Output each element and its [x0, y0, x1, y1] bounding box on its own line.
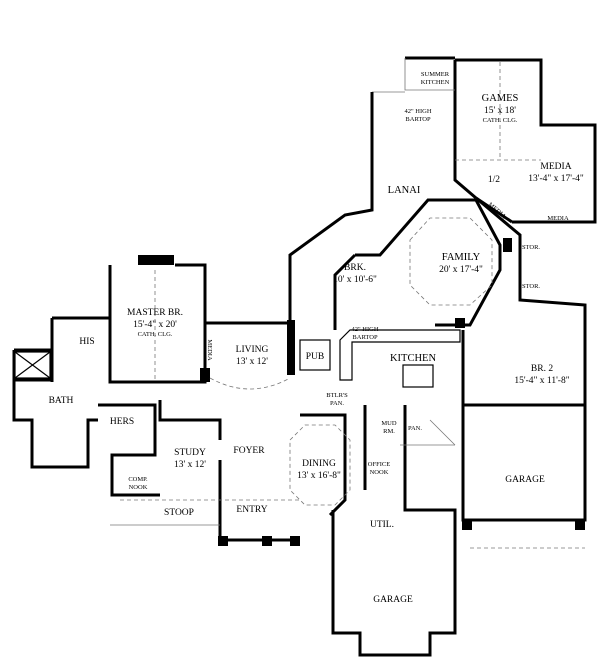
family-size: 20' x 17'-4": [439, 265, 483, 275]
mud-room-label-1: MUD: [381, 420, 396, 427]
media-room-size: 13'-4" x 17'-4": [528, 174, 584, 184]
storage-label-1: STOR.: [522, 244, 540, 251]
master-bedroom-size: 15'-4" x 20': [133, 320, 177, 330]
kitchen-bartop-label-1: 42" HIGH: [351, 326, 378, 333]
living-size: 13' x 12': [236, 357, 268, 367]
main-garage-label: GARAGE: [505, 475, 545, 485]
media-room-label: MEDIA: [540, 162, 571, 172]
pub-label: PUB: [306, 352, 324, 362]
pantry-label: PAN.: [408, 425, 422, 432]
butlers-pantry-label-1: BTLR'S: [326, 392, 348, 399]
office-nook-label-2: NOOK: [370, 469, 389, 476]
comp-nook-label-1: COMP.: [128, 476, 148, 483]
butlers-pantry-label-2: PAN.: [330, 400, 344, 407]
living-label: LIVING: [236, 345, 269, 355]
study-label: STUDY: [174, 448, 206, 458]
breakfast-size: 10' x 10'-6": [333, 275, 377, 285]
summer-kitchen-label-1: SUMMER: [421, 71, 450, 78]
entry-label: ENTRY: [236, 505, 267, 515]
his-closet-label: HIS: [79, 337, 94, 347]
bedroom-2-label: BR. 2: [531, 364, 553, 374]
stoop-label: STOOP: [164, 508, 194, 518]
mud-room-label-2: RM.: [383, 428, 395, 435]
master-bedroom-note: CATH. CLG.: [138, 331, 173, 338]
walls: [12, 56, 597, 657]
media-shelf-label: MEDIA: [547, 215, 569, 222]
utility-label: UTIL.: [370, 520, 394, 530]
kitchen-label: KITCHEN: [390, 353, 436, 364]
lanai-bartop-label-2: BARTOP: [405, 116, 431, 123]
bedroom-2-size: 15'-4" x 11'-8": [514, 376, 569, 386]
foyer-label: FOYER: [233, 446, 265, 456]
storage-label-2: STOR.: [522, 283, 540, 290]
master-bedroom-label: MASTER BR.: [127, 308, 183, 318]
dining-label: DINING: [302, 459, 336, 469]
games-note: CATH. CLG.: [483, 117, 518, 124]
breakfast-label: BRK.: [344, 263, 366, 273]
side-garage-label: GARAGE: [373, 595, 413, 605]
dining-size: 13' x 16'-8": [297, 471, 341, 481]
family-label: FAMILY: [442, 252, 481, 263]
master-media-label: MEDIA: [206, 339, 213, 361]
office-nook-label-1: OFFICE: [368, 461, 390, 468]
games-label: GAMES: [482, 93, 519, 104]
games-size: 15' x 18': [484, 106, 516, 116]
lanai-bartop-label-1: 42" HIGH: [404, 108, 431, 115]
lanai-label: LANAI: [388, 185, 421, 196]
hers-closet-label: HERS: [110, 417, 134, 427]
summer-kitchen-label-2: KITCHEN: [421, 79, 450, 86]
study-size: 13' x 12': [174, 460, 206, 470]
interior-details: [14, 62, 585, 549]
bath-label: BATH: [49, 396, 74, 406]
kitchen-bartop-label-2: BARTOP: [352, 334, 378, 341]
half-bath-label: 1/2: [488, 175, 500, 185]
comp-nook-label-2: NOOK: [129, 484, 148, 491]
